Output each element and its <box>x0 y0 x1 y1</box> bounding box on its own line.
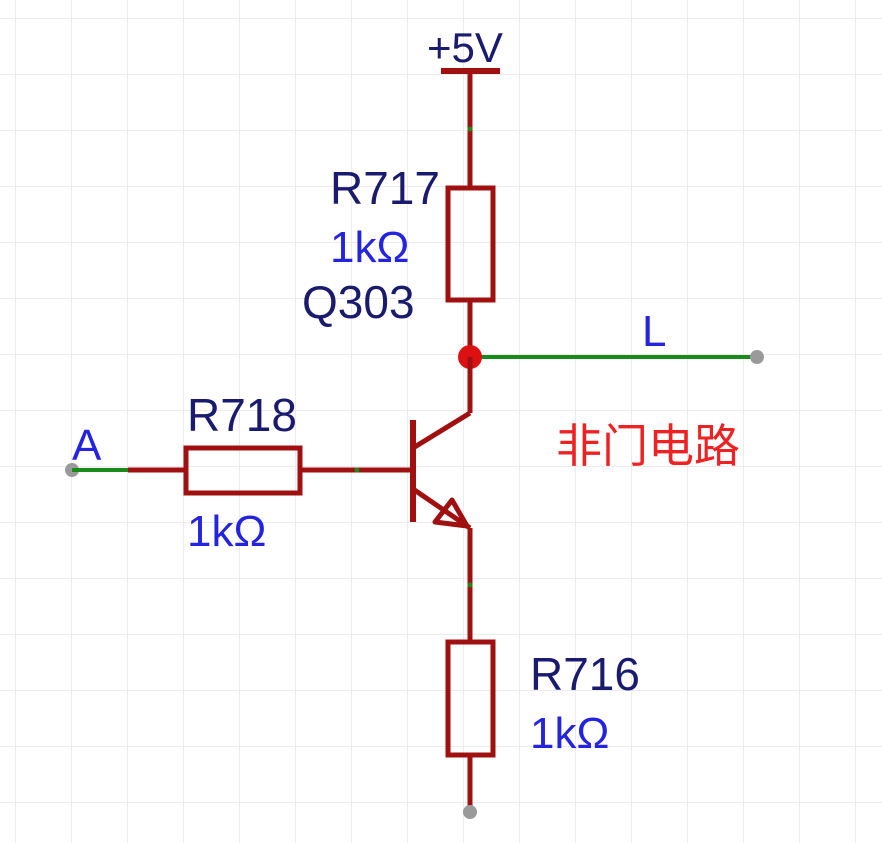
output-net-label: L <box>642 307 666 356</box>
r717-value-label: 1kΩ <box>330 223 409 272</box>
resistor-r716 <box>445 639 496 758</box>
power-symbol: +5V <box>427 24 503 74</box>
bottom-terminal[interactable] <box>463 805 477 819</box>
r716-value-label: 1kΩ <box>530 709 609 758</box>
q303-ref-label: Q303 <box>302 276 415 328</box>
transistor-collector-leg <box>411 410 472 451</box>
pin-dot <box>467 582 473 588</box>
transistor-emitter-leg <box>411 486 472 531</box>
r716-ref-label: R716 <box>530 648 640 700</box>
pin-dot <box>354 467 360 473</box>
input-net-label: A <box>72 421 102 470</box>
power-label: +5V <box>427 24 503 71</box>
output-terminal[interactable] <box>750 350 764 364</box>
resistor-r717 <box>445 185 496 303</box>
r718-ref-label: R718 <box>187 389 297 441</box>
pin-dot <box>467 126 473 132</box>
r718-value-label: 1kΩ <box>187 507 266 556</box>
resistor-r718 <box>183 445 303 496</box>
r717-ref-label: R717 <box>330 162 440 214</box>
circuit-title-note: 非门电路 <box>556 419 740 473</box>
emitter-arrow <box>432 497 470 529</box>
transistor-q303 <box>410 410 472 531</box>
